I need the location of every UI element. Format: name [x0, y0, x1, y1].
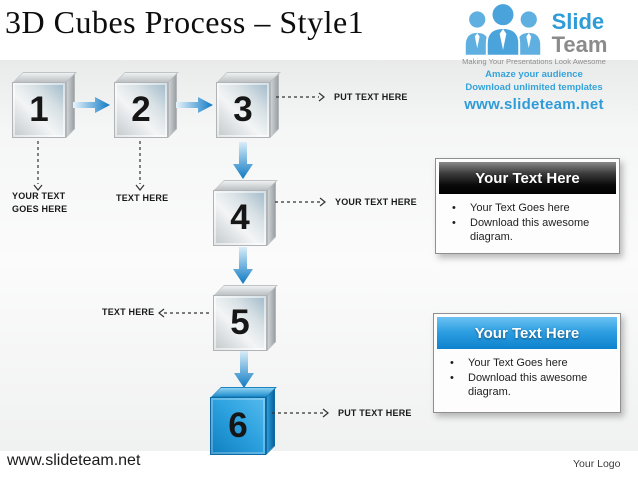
cube-side-face [267, 181, 276, 246]
label-cube2: TEXT HERE [116, 193, 169, 203]
arrow-down-4-5 [233, 247, 253, 284]
connector-cube2-label [135, 141, 145, 191]
cube-side-face [270, 73, 279, 138]
label-cube4: YOUR TEXT HERE [335, 197, 417, 207]
promo-line-2: Download unlimited templates [465, 82, 603, 93]
connector-cube4-label [275, 197, 326, 207]
cube-front-face: 1 [12, 82, 66, 138]
cube-2: 2 [114, 72, 179, 139]
cube-number: 6 [228, 406, 248, 445]
brand-slide: Slide [551, 9, 605, 34]
cube-5: 5 [213, 285, 278, 352]
cube-4: 4 [213, 180, 278, 247]
label-cube1: YOUR TEXT GOES HERE [12, 190, 67, 216]
label-cube3: PUT TEXT HERE [334, 92, 408, 102]
arrow-down-5-6 [234, 351, 254, 388]
connector-cube5-label [158, 308, 212, 318]
slideteam-logo: Slide Team Making Your Presentations Loo… [437, 2, 631, 113]
slideteam-people-icon [463, 2, 542, 56]
cube-front-face: 2 [114, 82, 168, 138]
cube-side-face [267, 286, 276, 351]
callout-box-blue: Your Text Here Your Text Goes here Downl… [433, 313, 621, 413]
label-cube6: PUT TEXT HERE [338, 408, 412, 418]
arrow-down-3-4 [233, 142, 253, 179]
logo-tagline: Making Your Presentations Look Awesome [462, 57, 606, 66]
connector-cube6-label [272, 408, 329, 418]
your-logo-placeholder: Your Logo [573, 458, 621, 470]
cube-number: 5 [230, 303, 250, 342]
cube-front-face: 3 [216, 82, 270, 138]
page-title: 3D Cubes Process – Style1 [5, 4, 365, 40]
callout-box-dark: Your Text Here Your Text Goes here Downl… [435, 158, 620, 254]
cube-1: 1 [12, 72, 77, 139]
cube-6: 6 [210, 387, 277, 456]
label-cube5: TEXT HERE [102, 307, 155, 317]
arrow-right-2-3 [176, 97, 213, 113]
callout-bullet: Your Text Goes here [441, 356, 614, 370]
callout-bullet: Your Text Goes here [443, 201, 616, 215]
promo-url-link[interactable]: www.slideteam.net [464, 96, 604, 113]
cube-front-face: 4 [213, 190, 267, 246]
cube-number: 2 [131, 90, 151, 129]
callout-body: Your Text Goes here Download this awesom… [439, 194, 616, 244]
brand-wordmark: Slide Team [552, 10, 608, 56]
callout-bullet: Download this awesome diagram. [443, 216, 616, 244]
arrow-right-1-2 [73, 97, 110, 113]
cube-front-face: 6 [210, 397, 266, 455]
cube-number: 3 [233, 90, 253, 129]
cube-number: 1 [29, 90, 49, 129]
cube-number: 4 [230, 198, 250, 237]
footer-site-link[interactable]: www.slideteam.net [7, 452, 141, 469]
label-cube1-line1: YOUR TEXT [12, 191, 66, 201]
cube-3: 3 [216, 72, 281, 139]
cube-front-face: 5 [213, 295, 267, 351]
callout-header: Your Text Here [439, 162, 616, 194]
cube-side-face [266, 388, 275, 455]
callout-header: Your Text Here [437, 317, 617, 349]
brand-team: Team [551, 32, 608, 57]
connector-cube1-label [33, 141, 43, 191]
callout-bullet: Download this awesome diagram. [441, 371, 614, 399]
promo-line-1: Amaze your audience [485, 69, 583, 80]
label-cube1-line2: GOES HERE [12, 204, 68, 214]
callout-body: Your Text Goes here Download this awesom… [437, 349, 617, 399]
logo-row: Slide Team [461, 2, 608, 56]
connector-cube3-label [276, 92, 325, 102]
slide-canvas: 1 2 3 4 5 [0, 60, 638, 455]
